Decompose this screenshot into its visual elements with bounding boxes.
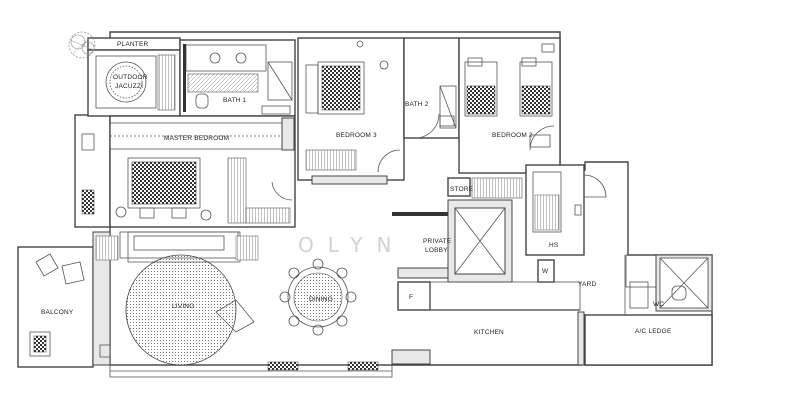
label-kitchen: KITCHEN [474,329,504,336]
label-dining: DINING [309,296,333,303]
watermark-text: OLYN [298,233,405,257]
label-hs: HS [549,242,559,249]
core-area [392,164,585,311]
kitchen [429,281,585,366]
label-bedroom3: BEDROOM 3 [336,132,377,139]
label-bedroom2: BEDROOM 2 [492,132,533,139]
bedroom3 [297,37,405,185]
label-bath2: BATH 2 [405,101,429,108]
label-f: F [409,294,413,301]
label-master-bedroom: MASTER BEDROOM [164,135,229,142]
label-store: STORE [450,186,474,193]
label-w: W [542,268,549,275]
label-living: LIVING [172,303,195,310]
label-outdoor-jacuzzi-2: JACUZZI [115,83,143,90]
room-labels: PLANTER OUTDOOR JACUZZI BATH 1 MASTER BE… [41,41,672,336]
balcony-furniture [29,253,85,357]
label-planter: PLANTER [117,41,148,48]
bath2-room [403,37,460,139]
label-wc: WC [653,301,664,308]
service-area [583,174,713,366]
label-outdoor-jacuzzi-1: OUTDOOR [113,74,148,81]
living-area [95,231,259,366]
label-bath1: BATH 1 [223,97,247,104]
label-yard: YARD [578,281,596,288]
bedroom2 [458,37,561,174]
jacuzzi-area [68,31,181,117]
label-private-lobby-1: PRIVATE [423,238,452,245]
label-ac-ledge: A/C LEDGE [635,328,672,335]
bath1-room [179,39,296,117]
label-private-lobby-2: LOBBY [425,247,448,254]
dining-area [267,181,379,371]
tree-icon [68,31,96,59]
label-balcony: BALCONY [41,309,74,316]
master-bedroom [81,115,296,228]
